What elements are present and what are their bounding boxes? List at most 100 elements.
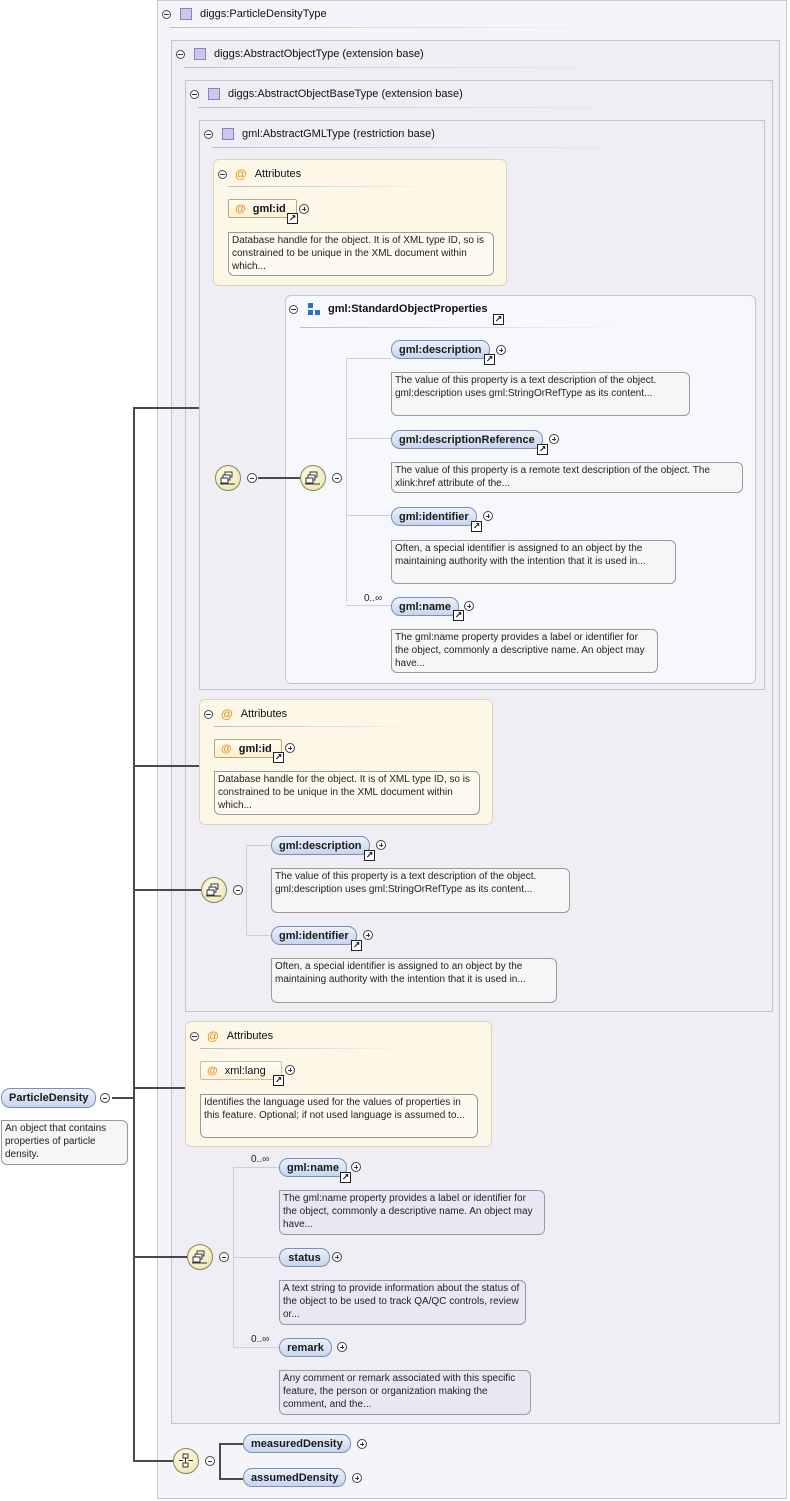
at-sign-icon: @ (221, 742, 232, 755)
element-gml-name[interactable]: gml:name (391, 597, 459, 616)
element-status[interactable]: status (279, 1248, 330, 1267)
element-remark[interactable]: remark (279, 1338, 332, 1357)
choice-compositor-icon[interactable] (173, 1448, 199, 1474)
sequence-compositor-icon[interactable] (201, 877, 227, 903)
attribute-gml-id[interactable]: @gml:id (228, 199, 297, 218)
plus-circle-icon[interactable] (464, 601, 474, 611)
element-doc: The value of this property is a remote t… (391, 462, 743, 493)
element-doc: The value of this property is a text des… (391, 372, 690, 416)
plus-circle-icon[interactable] (496, 345, 506, 355)
at-sign-icon: @ (235, 167, 247, 181)
element-gml-description[interactable]: gml:description (271, 836, 370, 855)
attribute-doc: Database handle for the object. It is of… (228, 232, 494, 276)
collapse-icon[interactable] (204, 129, 213, 139)
cardinality-label: 0..∞ (251, 1154, 270, 1165)
element-doc: Often, a special identifier is assigned … (271, 958, 557, 1003)
sequence-compositor-icon[interactable] (215, 465, 241, 491)
reference-arrow-icon[interactable]: ↗ (340, 1172, 351, 1183)
plus-circle-icon[interactable] (357, 1439, 367, 1449)
collapse-icon[interactable] (190, 1031, 199, 1041)
type-label: diggs:AbstractObjectType (extension base… (214, 48, 424, 60)
plus-circle-icon[interactable] (483, 511, 493, 521)
sequence-compositor-icon[interactable] (300, 465, 326, 491)
collapse-icon[interactable] (176, 49, 185, 59)
collapse-icon[interactable] (289, 304, 298, 314)
attribute-gml-id[interactable]: @gml:id (214, 739, 282, 758)
type-square-icon (222, 128, 234, 140)
element-gml-name[interactable]: gml:name (279, 1158, 347, 1177)
plus-circle-icon[interactable] (549, 434, 559, 444)
sequence-compositor-icon[interactable] (187, 1244, 213, 1270)
abstract-object-type-header[interactable]: diggs:AbstractObjectType (extension base… (176, 48, 424, 60)
collapse-icon[interactable] (190, 89, 199, 99)
type-square-icon (208, 88, 220, 100)
attribute-xml-lang[interactable]: @xml:lang (200, 1061, 282, 1080)
element-gml-description-reference[interactable]: gml:descriptionReference (391, 430, 543, 449)
collapse-icon[interactable] (218, 169, 227, 179)
plus-circle-icon[interactable] (285, 743, 295, 753)
reference-arrow-icon[interactable]: ↗ (287, 213, 298, 224)
plus-circle-icon[interactable] (351, 1162, 361, 1172)
reference-arrow-icon[interactable]: ↗ (471, 521, 482, 532)
element-gml-identifier[interactable]: gml:identifier (391, 507, 477, 526)
plus-circle-icon[interactable] (285, 1065, 295, 1075)
minus-circle-icon[interactable] (332, 473, 342, 483)
element-doc: A text string to provide information abo… (279, 1280, 526, 1325)
minus-circle-icon[interactable] (247, 473, 257, 483)
reference-arrow-icon[interactable]: ↗ (484, 354, 495, 365)
collapse-icon[interactable] (204, 709, 213, 719)
plus-circle-icon[interactable] (376, 840, 386, 850)
group-label: gml:StandardObjectProperties (328, 303, 488, 315)
at-sign-icon: @ (207, 1029, 219, 1043)
type-label: gml:AbstractGMLType (restriction base) (242, 128, 435, 140)
attribute-doc: Identifies the language used for the val… (200, 1094, 478, 1138)
attributes-label: Attributes (226, 1030, 274, 1042)
reference-arrow-icon[interactable]: ↗ (273, 752, 284, 763)
type-label: diggs:ParticleDensityType (200, 8, 327, 20)
plus-circle-icon[interactable] (299, 204, 309, 214)
model-group-icon (308, 303, 320, 315)
attributes-header[interactable]: @ Attributes (204, 707, 287, 721)
minus-circle-icon[interactable] (100, 1093, 110, 1103)
plus-circle-icon[interactable] (337, 1342, 347, 1352)
attribute-doc: Database handle for the object. It is of… (214, 771, 480, 815)
reference-arrow-icon[interactable]: ↗ (537, 444, 548, 455)
attributes-label: Attributes (254, 168, 302, 180)
reference-arrow-icon[interactable]: ↗ (364, 850, 375, 861)
root-element-particle-density[interactable]: ParticleDensity (1, 1088, 97, 1108)
minus-circle-icon[interactable] (219, 1252, 229, 1262)
minus-circle-icon[interactable] (205, 1456, 215, 1466)
element-doc: The value of this property is a text des… (271, 868, 570, 913)
minus-circle-icon[interactable] (233, 885, 243, 895)
reference-arrow-icon[interactable]: ↗ (453, 610, 464, 621)
element-doc: The gml:name property provides a label o… (279, 1190, 545, 1235)
reference-arrow-icon[interactable]: ↗ (273, 1075, 284, 1086)
type-square-icon (194, 48, 206, 60)
element-doc: Any comment or remark associated with th… (279, 1370, 531, 1415)
attributes-header[interactable]: @ Attributes (190, 1029, 273, 1043)
abstract-object-base-type-header[interactable]: diggs:AbstractObjectBaseType (extension … (190, 88, 463, 100)
root-element-doc: An object that contains properties of pa… (1, 1120, 128, 1165)
type-square-icon (180, 8, 192, 20)
plus-circle-icon[interactable] (332, 1252, 342, 1262)
attributes-header[interactable]: @ Attributes (218, 167, 301, 181)
element-measured-density[interactable]: measuredDensity (243, 1434, 351, 1453)
reference-arrow-icon[interactable]: ↗ (351, 940, 362, 951)
cardinality-label: 0..∞ (251, 1334, 270, 1345)
at-sign-icon: @ (207, 1064, 218, 1077)
plus-circle-icon[interactable] (363, 930, 373, 940)
attributes-label: Attributes (240, 708, 288, 720)
particle-density-type-header[interactable]: diggs:ParticleDensityType (162, 8, 327, 20)
cardinality-label: 0..∞ (364, 593, 383, 604)
reference-arrow-icon[interactable]: ↗ (493, 314, 504, 325)
plus-circle-icon[interactable] (352, 1473, 362, 1483)
element-gml-description[interactable]: gml:description (391, 340, 490, 359)
element-gml-identifier[interactable]: gml:identifier (271, 926, 357, 945)
at-sign-icon: @ (221, 707, 233, 721)
abstract-gml-type-header[interactable]: gml:AbstractGMLType (restriction base) (204, 128, 435, 140)
at-sign-icon: @ (235, 202, 246, 215)
collapse-icon[interactable] (162, 9, 171, 19)
element-doc: Often, a special identifier is assigned … (391, 540, 676, 584)
standard-object-properties-header[interactable]: gml:StandardObjectProperties (289, 303, 488, 315)
element-assumed-density[interactable]: assumedDensity (243, 1468, 347, 1487)
